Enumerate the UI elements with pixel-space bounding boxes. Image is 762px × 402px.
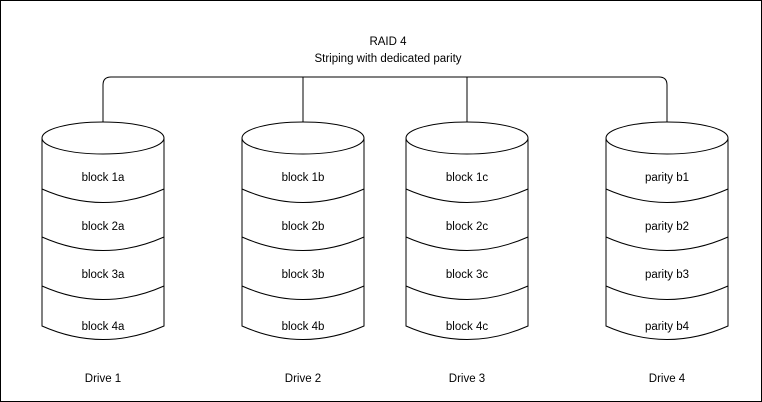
drive-2-body	[241, 137, 365, 340]
drive-3-body	[405, 137, 529, 340]
bus-bracket-path	[102, 76, 668, 136]
drive-1-top	[41, 121, 165, 155]
drive-1: block 1a block 2a block 3a block 4a Driv…	[41, 121, 165, 385]
drive-4-divider-2	[605, 236, 729, 251]
drive-1-body	[41, 137, 165, 340]
drive-2-block-3: block 3b	[282, 269, 325, 281]
drive-4: parity b1 parity b2 parity b3 parity b4 …	[605, 121, 729, 385]
drive-4-top	[605, 121, 729, 155]
drive-4-divider-3	[605, 285, 729, 300]
bus-connector	[102, 76, 668, 136]
drive-3-label: Drive 3	[449, 373, 485, 385]
drive-1-block-3: block 3a	[82, 269, 125, 281]
drive-1-block-2: block 2a	[82, 221, 125, 233]
drive-4-divider-1	[605, 188, 729, 203]
diagram-title-line2: Striping with dedicated parity	[314, 53, 461, 65]
drive-2-divider-2	[241, 236, 365, 251]
drive-4-block-3: parity b3	[645, 269, 689, 281]
drive-3-divider-1	[405, 188, 529, 203]
drive-1-divider-1	[41, 188, 165, 203]
drive-4-body	[605, 137, 729, 340]
drive-3-divider-2	[405, 236, 529, 251]
drive-3-block-4: block 4c	[446, 321, 488, 333]
drive-1-divider-2	[41, 236, 165, 251]
drive-4-block-1: parity b1	[645, 172, 689, 184]
drive-1-block-4: block 4a	[82, 321, 125, 333]
drive-2-divider-1	[241, 188, 365, 203]
drive-2-divider-3	[241, 285, 365, 300]
drive-1-block-1: block 1a	[82, 172, 125, 184]
drive-2-top	[241, 121, 365, 155]
drive-4-block-4: parity b4	[645, 321, 690, 333]
drive-3-block-1: block 1c	[446, 172, 488, 184]
drive-2-label: Drive 2	[285, 373, 321, 385]
drive-2-block-4: block 4b	[282, 321, 325, 333]
drive-3: block 1c block 2c block 3c block 4c Driv…	[405, 121, 529, 385]
drive-1-divider-3	[41, 285, 165, 300]
drive-3-block-2: block 2c	[446, 221, 488, 233]
drive-2: block 1b block 2b block 3b block 4b Driv…	[241, 121, 365, 385]
drive-2-block-1: block 1b	[282, 172, 325, 184]
drive-4-label: Drive 4	[649, 373, 686, 385]
diagram-title-line1: RAID 4	[369, 36, 407, 48]
drive-3-block-3: block 3c	[446, 269, 488, 281]
drive-4-block-2: parity b2	[645, 221, 689, 233]
drive-1-label: Drive 1	[85, 373, 121, 385]
drive-3-top	[405, 121, 529, 155]
drive-3-divider-3	[405, 285, 529, 300]
drive-2-block-2: block 2b	[282, 221, 325, 233]
